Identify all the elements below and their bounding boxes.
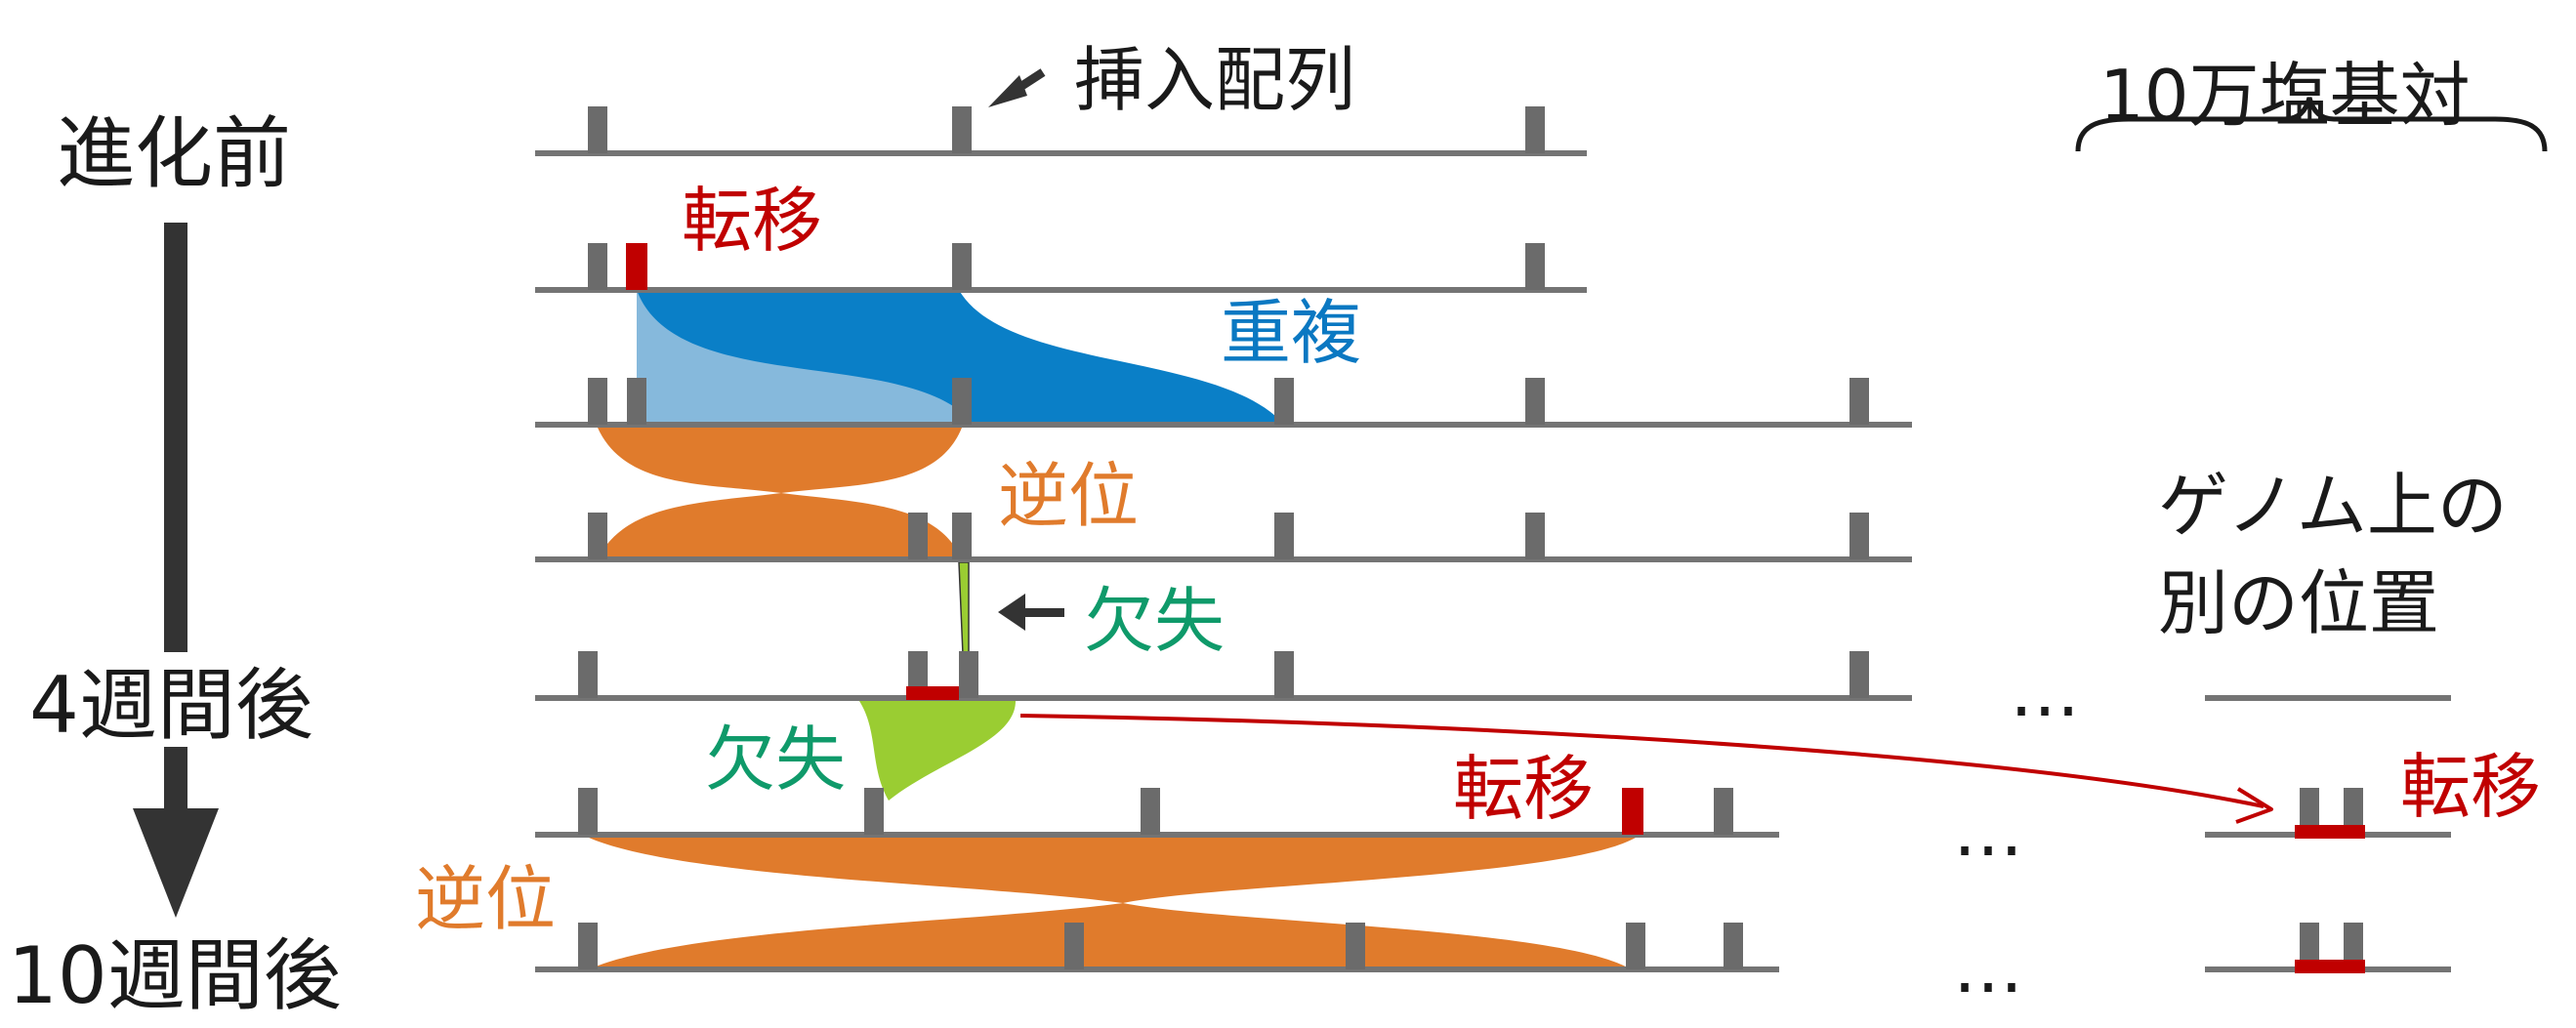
other-location-marker xyxy=(2344,923,2363,969)
duplication-tail xyxy=(959,290,1284,425)
insertion-marker xyxy=(588,513,607,559)
arrow-pointer-icon xyxy=(988,75,1027,107)
insertion-marker xyxy=(1064,923,1084,969)
label-other-location-line2: 別の位置 xyxy=(2158,562,2440,644)
transposition-1-marker xyxy=(626,243,647,290)
label-before-evolution: 進化前 xyxy=(57,108,291,199)
transposition-3-arrow xyxy=(1019,714,2264,808)
insertion-marker xyxy=(1724,923,1743,969)
other-location-marker xyxy=(2300,788,2319,835)
genome-line-before xyxy=(535,150,1587,156)
arrow-pointer-icon xyxy=(1016,608,1064,617)
genome-line-transposition xyxy=(535,287,1587,293)
insertion-marker xyxy=(1274,378,1294,425)
label-10-weeks: 10週間後 xyxy=(8,930,342,1021)
duplication-copy-light xyxy=(637,290,959,425)
genome-line-inversion xyxy=(535,556,1912,562)
label-inversion-2: 逆位 xyxy=(415,858,557,940)
insertion-marker xyxy=(588,378,607,425)
ellipsis-row-4w: … xyxy=(2010,650,2080,732)
brace-icon xyxy=(2075,97,2548,152)
insertion-marker xyxy=(1849,651,1869,698)
other-location-line-4w xyxy=(2205,695,2451,701)
insertion-marker xyxy=(864,788,884,835)
genome-line-4-weeks xyxy=(535,695,1912,701)
other-location-marker xyxy=(2344,788,2363,835)
other-location-marker xyxy=(2300,923,2319,969)
deletion-2-shape xyxy=(859,701,1016,801)
label-other-location-line1: ゲノム上の xyxy=(2158,465,2508,547)
ellipsis-row-10w-a: … xyxy=(1953,790,2023,872)
insertion-marker xyxy=(1626,923,1645,969)
timeline-arrow-shaft-upper xyxy=(164,223,187,652)
deletion-1-thin xyxy=(958,561,970,655)
insertion-marker xyxy=(588,243,607,290)
insertion-marker xyxy=(1525,106,1545,153)
inversion-1-shape xyxy=(598,428,962,559)
label-deletion-1: 欠失 xyxy=(1084,580,1226,662)
ellipsis-row-10w-b: … xyxy=(1953,926,2023,1008)
label-transposition-2: 転移 xyxy=(1453,748,1595,830)
transposition-2-marker xyxy=(1622,788,1643,835)
insertion-marker xyxy=(578,788,598,835)
label-transposition-1: 転移 xyxy=(682,180,823,262)
down-arrow-icon xyxy=(133,808,219,918)
insertion-marker xyxy=(578,651,598,698)
timeline-arrow-shaft-lower xyxy=(164,747,187,810)
insertion-marker xyxy=(578,923,598,969)
label-4-weeks: 4週間後 xyxy=(29,660,313,751)
insertion-marker xyxy=(952,106,972,153)
insertion-marker xyxy=(1849,378,1869,425)
other-location-red-bar xyxy=(2295,960,2365,973)
insertion-marker xyxy=(1525,243,1545,290)
insertion-marker xyxy=(1525,378,1545,425)
insertion-marker xyxy=(952,378,972,425)
other-location-red-bar xyxy=(2295,825,2365,839)
transposition-3-arrowhead xyxy=(2235,787,2273,824)
label-insertion-sequence: 挿入配列 xyxy=(1074,39,1356,121)
insertion-marker xyxy=(908,513,928,559)
insertion-marker xyxy=(952,513,972,559)
insertion-marker xyxy=(588,106,607,153)
insertion-marker xyxy=(1346,923,1365,969)
insertion-marker xyxy=(1525,513,1545,559)
genome-line-duplication xyxy=(535,422,1912,428)
insertion-marker xyxy=(1141,788,1160,835)
label-deletion-2: 欠失 xyxy=(705,719,847,801)
deletion-red-marker xyxy=(906,686,959,700)
insertion-marker xyxy=(627,378,646,425)
insertion-marker xyxy=(959,651,978,698)
insertion-marker xyxy=(1274,513,1294,559)
inversion-2-shape xyxy=(589,838,1636,969)
insertion-marker xyxy=(952,243,972,290)
insertion-marker xyxy=(1274,651,1294,698)
insertion-marker xyxy=(1849,513,1869,559)
label-inversion-1: 逆位 xyxy=(998,455,1140,537)
label-scale: 10万塩基対 xyxy=(2099,55,2471,137)
label-duplication: 重複 xyxy=(1221,292,1362,374)
label-transposition-3: 転移 xyxy=(2400,746,2542,828)
genome-line-10w-b xyxy=(535,966,1779,972)
insertion-marker xyxy=(1714,788,1733,835)
arrow-pointer-icon xyxy=(998,594,1025,631)
